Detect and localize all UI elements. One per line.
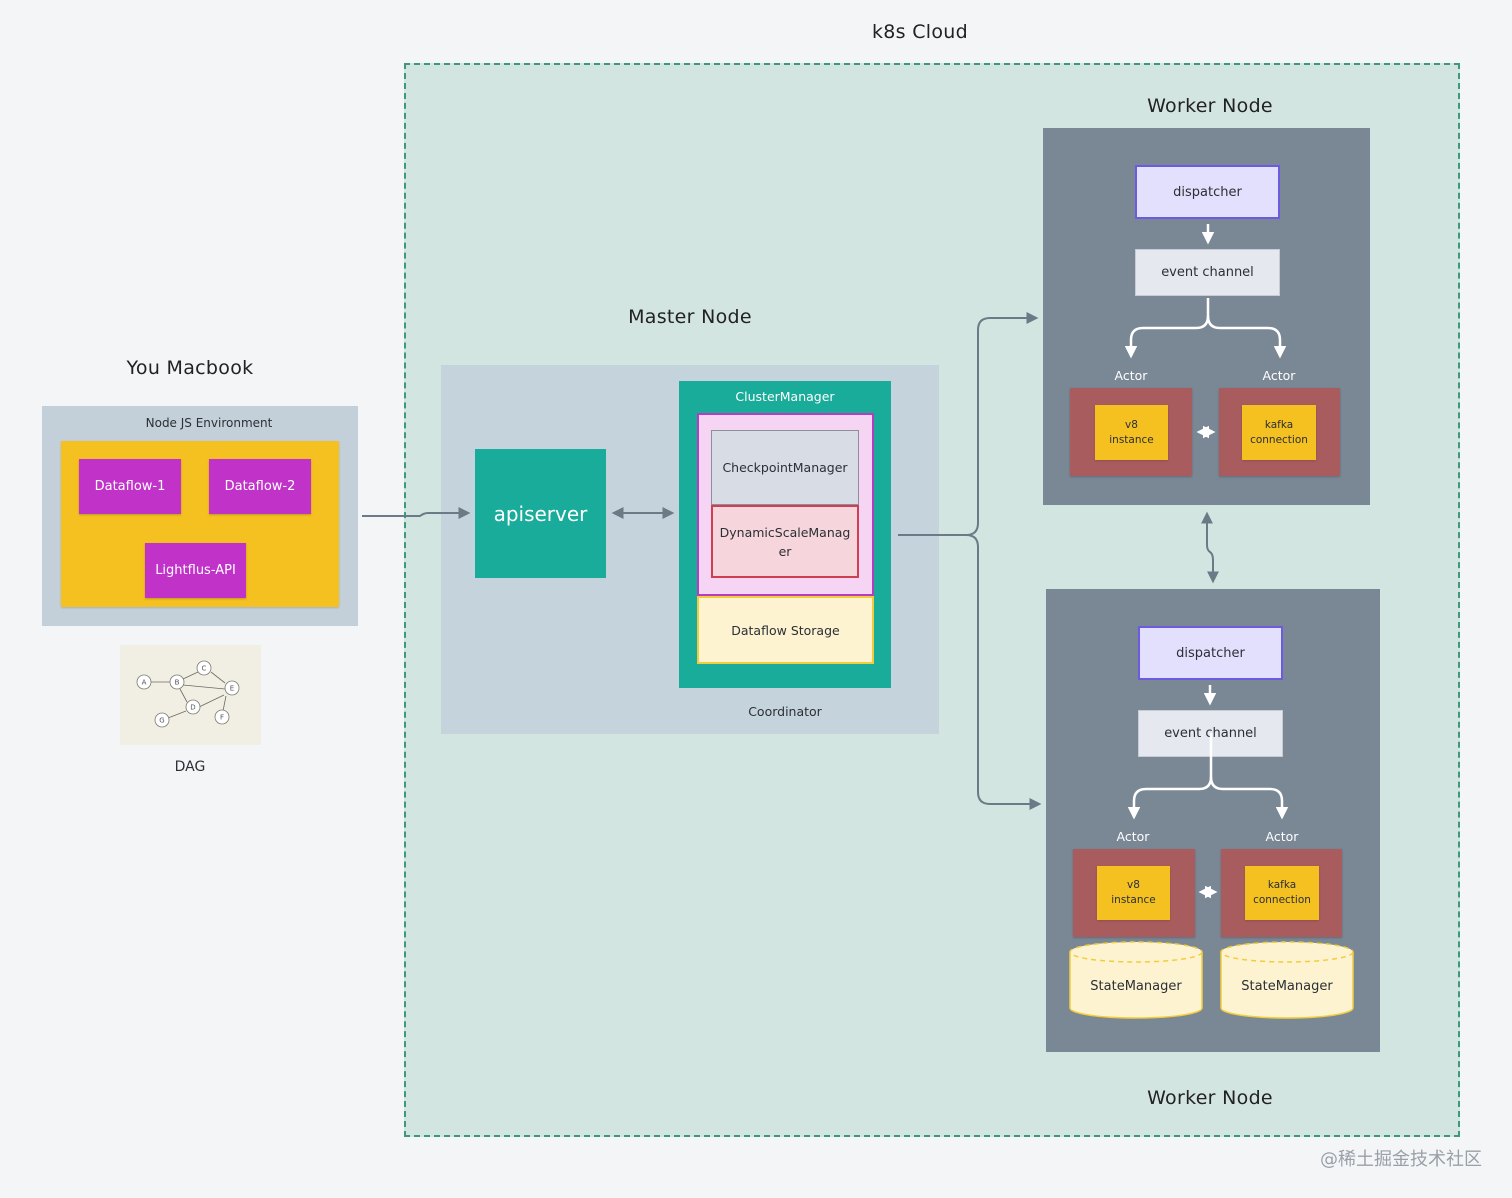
- checkpoint-manager-box: CheckpointManager: [711, 430, 859, 505]
- dynamic-scale-manager-box: DynamicScaleManag er: [711, 505, 859, 578]
- kafka-connection-bottom-line2: connection: [1253, 894, 1311, 906]
- apiserver-box: apiserver: [475, 449, 606, 578]
- dag-node-f: F: [220, 714, 224, 722]
- arrow-to-worker-bottom: [965, 534, 1042, 810]
- arrow-event-actor-bottom-left: [1127, 733, 1213, 820]
- dispatcher-bottom: dispatcher: [1138, 626, 1283, 680]
- macbook-title: You Macbook: [126, 357, 254, 379]
- node-js-environment-label: Node JS Environment: [145, 416, 273, 430]
- v8-instance-top-line2: instance: [1109, 433, 1154, 446]
- dag-node-g: G: [159, 717, 164, 725]
- dag-node-c: C: [202, 665, 207, 673]
- v8-instance-top-line1: v8: [1125, 418, 1138, 431]
- actor-label-top-left: Actor: [1114, 367, 1148, 383]
- kafka-connection-top-line2: connection: [1250, 433, 1308, 446]
- worker-node-bottom-title: Worker Node: [1147, 1087, 1273, 1109]
- arrow-event-actor-top-right: [1206, 315, 1287, 359]
- dispatcher-top: dispatcher: [1135, 165, 1280, 219]
- kafka-connection-top-line1: kafka: [1264, 418, 1294, 431]
- k8s-cloud-title: k8s Cloud: [871, 21, 968, 43]
- watermark-text: @稀土掘金技术社区: [1320, 1149, 1482, 1170]
- kafka-connection-bottom: kafka connection: [1245, 866, 1319, 920]
- dag-graph: A B C D E F G: [136, 660, 240, 728]
- cluster-manager-label: ClusterManager: [735, 388, 835, 404]
- arrow-worker-top-bottom: [1201, 511, 1219, 584]
- arrow-event-actor-bottom-right: [1209, 776, 1289, 820]
- actor-label-bottom-left: Actor: [1116, 828, 1150, 844]
- arrow-to-worker-top: [898, 312, 1039, 536]
- state-manager-left-cylinder: [1069, 941, 1203, 1019]
- dag-node-e: E: [230, 685, 234, 693]
- dag-image: A B C D E F G: [120, 645, 261, 745]
- dag-node-d: D: [190, 704, 195, 712]
- dag-label: DAG: [174, 759, 206, 775]
- master-node-title: Master Node: [628, 306, 752, 328]
- state-manager-right-label: StateManager: [1241, 978, 1333, 994]
- dataflow-1-box: Dataflow-1: [79, 459, 181, 514]
- v8-instance-bottom: v8 instance: [1097, 866, 1170, 920]
- state-manager-left-label: StateManager: [1090, 978, 1182, 994]
- arrow-event-actor-top-left: [1124, 298, 1210, 359]
- actor-label-bottom-right: Actor: [1265, 828, 1299, 844]
- event-channel-top: event channel: [1135, 249, 1280, 296]
- worker-node-top-title: Worker Node: [1147, 95, 1273, 117]
- dataflow-2-box: Dataflow-2: [209, 459, 311, 514]
- kafka-connection-bottom-line1: kafka: [1267, 879, 1297, 891]
- coordinator-label: Coordinator: [748, 703, 822, 719]
- kafka-connection-top: kafka connection: [1242, 405, 1316, 460]
- v8-instance-bottom-line2: instance: [1111, 894, 1156, 906]
- arrow-macbook-to-apiserver: [362, 507, 471, 519]
- dag-node-b: B: [175, 679, 180, 687]
- actor-label-top-right: Actor: [1262, 367, 1296, 383]
- v8-instance-top: v8 instance: [1095, 405, 1168, 460]
- state-manager-right-cylinder: [1220, 941, 1354, 1019]
- dataflow-storage-box: Dataflow Storage: [697, 596, 874, 664]
- lightflus-api-box: Lightflus-API: [145, 543, 246, 598]
- dag-node-a: A: [142, 679, 147, 687]
- v8-instance-bottom-line1: v8: [1127, 879, 1140, 891]
